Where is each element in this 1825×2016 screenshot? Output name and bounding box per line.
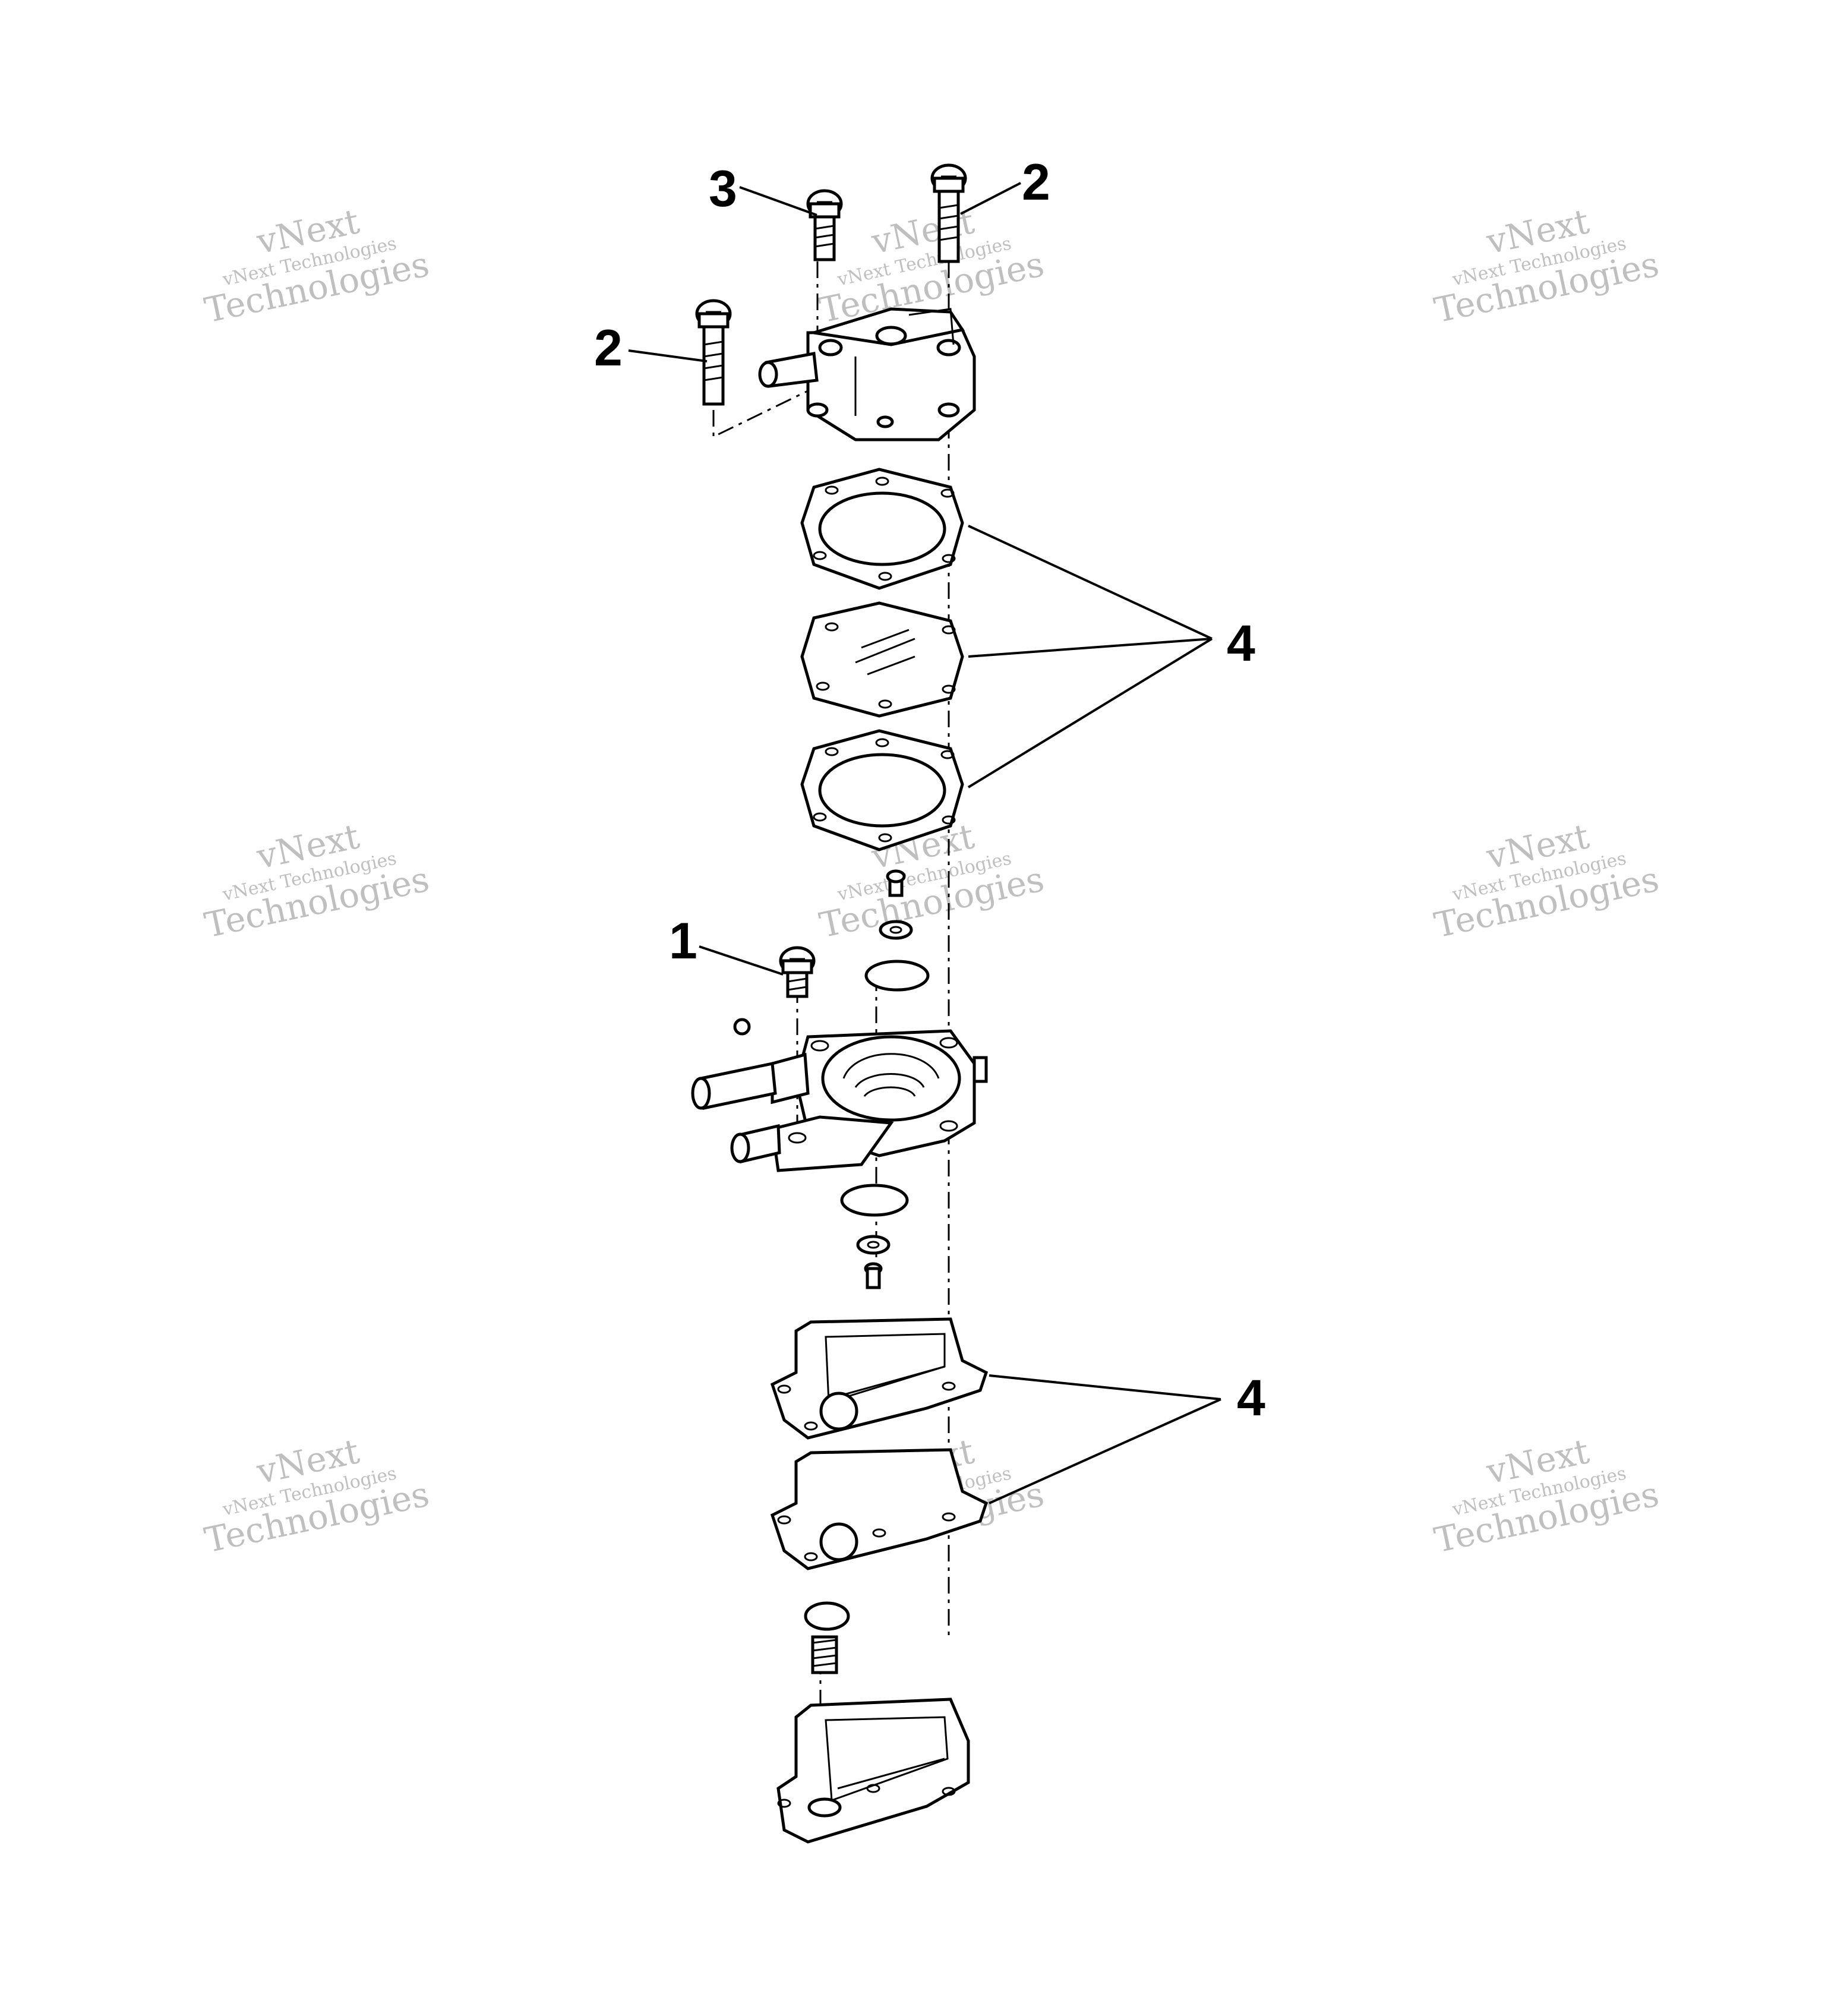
- gasket-ring-upper: [800, 468, 964, 590]
- watermark: vNext vNext Technologies Technologies: [1431, 816, 1663, 945]
- watermark: vNext vNext Technologies Technologies: [201, 201, 433, 330]
- gasket-ring-lower: [800, 729, 964, 851]
- watermark: vNext vNext Technologies Technologies: [201, 1431, 433, 1560]
- pump-body: [691, 1018, 988, 1172]
- callout-2-left: 2: [594, 320, 623, 377]
- screw-2-top: [930, 163, 967, 263]
- watermark: vNext vNext Technologies Technologies: [201, 816, 433, 945]
- leader-lines: [628, 182, 1221, 1504]
- watermark: vNext vNext Technologies Technologies: [1431, 201, 1663, 330]
- screw-3: [806, 189, 843, 261]
- callout-4-upper: 4: [1227, 615, 1255, 672]
- pump-bottom-cover: [776, 1698, 970, 1844]
- gasket-lower-a: [770, 1317, 989, 1440]
- screw-2-left: [695, 299, 732, 406]
- callout-3: 3: [709, 160, 737, 217]
- callout-4-lower: 4: [1237, 1370, 1265, 1427]
- screw-1: [779, 946, 816, 998]
- diaphragm-plate: [800, 601, 964, 718]
- pump-top-cover: [758, 307, 976, 441]
- valve-spring: [804, 1601, 850, 1674]
- callout-2-top: 2: [1022, 154, 1050, 211]
- watermark: vNext vNext Technologies Technologies: [1431, 1431, 1663, 1560]
- check-valve-upper: [864, 869, 930, 992]
- check-valve-lower: [840, 1184, 909, 1289]
- gasket-lower-b: [770, 1448, 989, 1570]
- assembly-leader-screw-left: [712, 385, 818, 438]
- callout-1: 1: [669, 913, 697, 970]
